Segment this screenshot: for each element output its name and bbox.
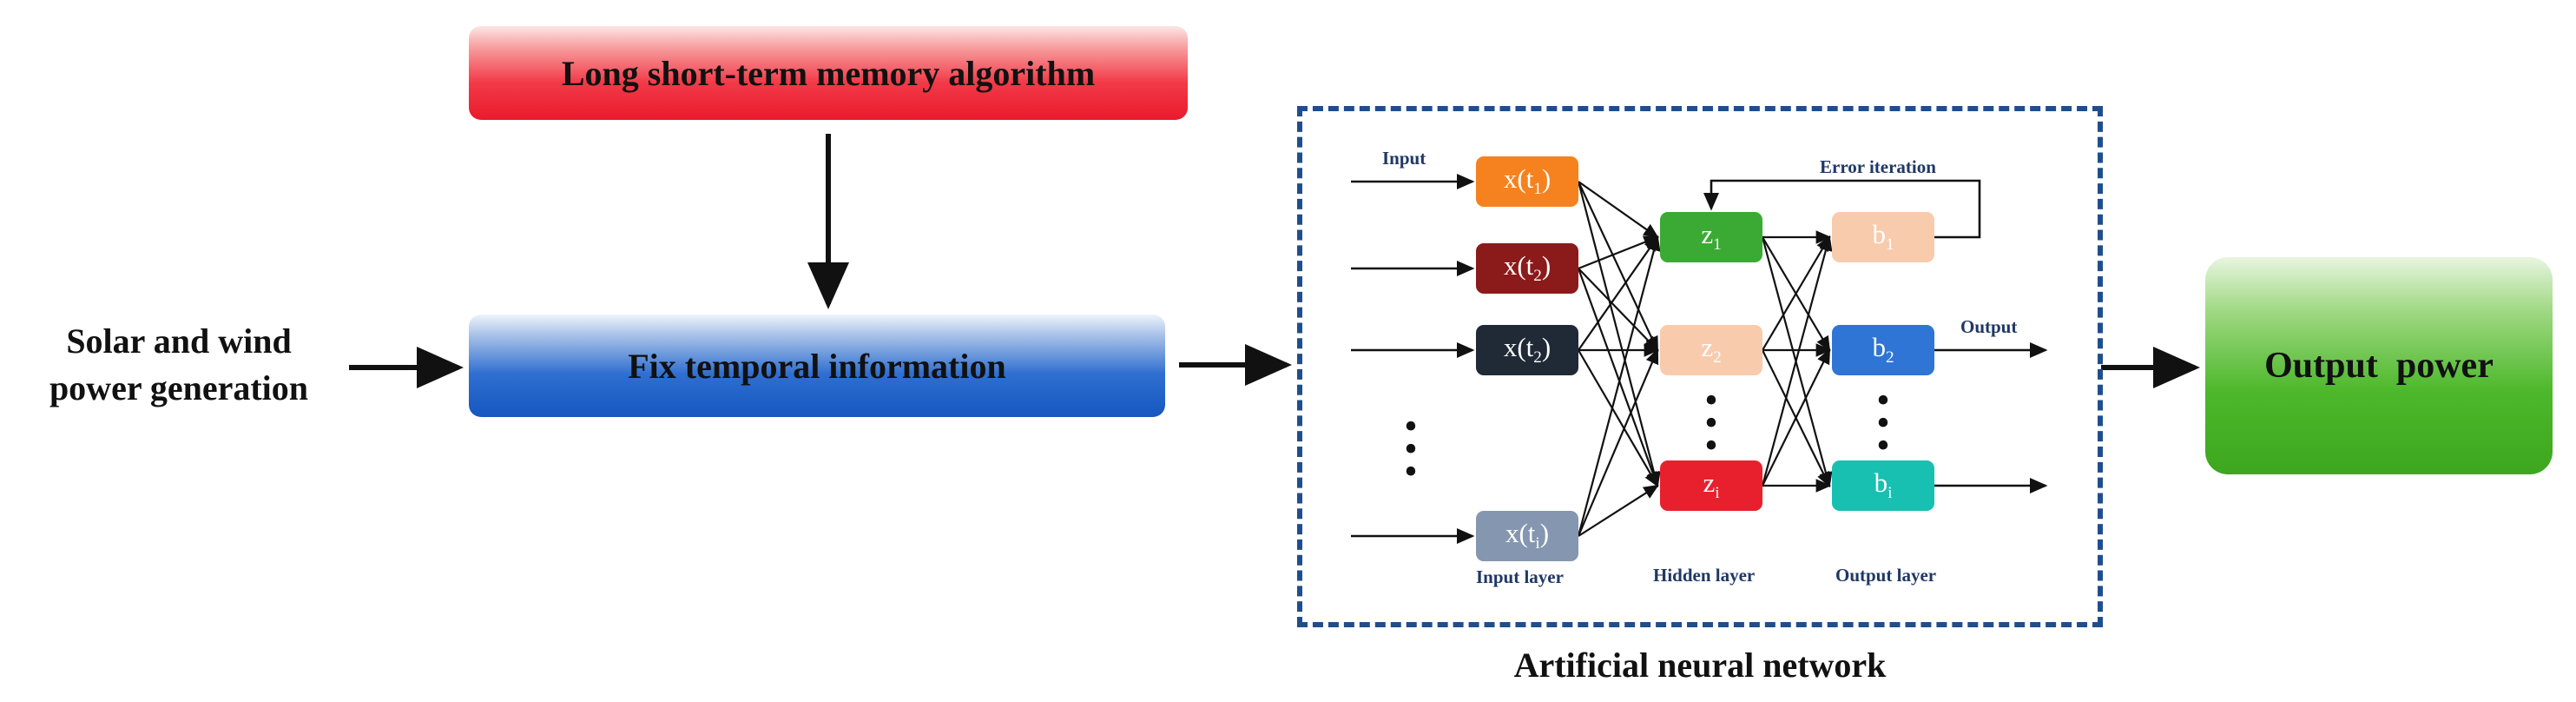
input-hidden-edge bbox=[1577, 268, 1659, 488]
node-subscript: 1 bbox=[1885, 235, 1894, 255]
output-node-text: b1 bbox=[1872, 219, 1894, 255]
input-node: x(ti) bbox=[1476, 511, 1578, 561]
output-power-box: Output power bbox=[2205, 257, 2553, 474]
hidden-node: z2 bbox=[1660, 325, 1762, 375]
hidden-node-text: z2 bbox=[1701, 332, 1722, 368]
input-node-text: x(ti) bbox=[1505, 518, 1550, 553]
error-iteration-loop bbox=[1703, 179, 1981, 239]
input-node-text: x(t2) bbox=[1503, 332, 1552, 368]
hidden-layer-label: Hidden layer bbox=[1653, 565, 1756, 586]
output-node-text: b2 bbox=[1872, 332, 1894, 368]
ann-frame bbox=[1297, 106, 2103, 627]
output-node: bi bbox=[1832, 460, 1934, 511]
lstm-algorithm-box: Long short-term memory algorithm bbox=[469, 26, 1188, 120]
input-hidden-edge bbox=[1577, 181, 1661, 488]
node-subscript: 2 bbox=[1885, 348, 1894, 368]
node-subscript: i bbox=[1715, 484, 1720, 503]
ann-title: Artificial neural network bbox=[1513, 646, 1887, 685]
source-label: Solar and wind power generation bbox=[0, 318, 358, 412]
input-node-text: x(t2) bbox=[1503, 250, 1552, 286]
node-subscript: 2 bbox=[1533, 267, 1542, 286]
output-power-label: Output power bbox=[2264, 346, 2494, 386]
input-node: x(t2) bbox=[1476, 243, 1578, 294]
source-label-line2: power generation bbox=[49, 368, 309, 407]
input-hidden-edge bbox=[1577, 348, 1659, 537]
input-node: x(t2) bbox=[1476, 325, 1578, 375]
ann-input-label: Input bbox=[1382, 148, 1426, 169]
output-node: b1 bbox=[1832, 212, 1934, 262]
output-node: b2 bbox=[1832, 325, 1934, 375]
fix-temporal-information-box: Fix temporal information bbox=[469, 315, 1165, 417]
hidden-node: z1 bbox=[1660, 212, 1762, 262]
output-node-text: bi bbox=[1874, 467, 1893, 503]
input-node: x(t1) bbox=[1476, 156, 1578, 207]
hidden-node-text: z1 bbox=[1701, 219, 1722, 255]
output-ellipsis: ••• bbox=[1876, 379, 1890, 467]
node-subscript: 2 bbox=[1713, 348, 1722, 368]
fix-temporal-information-label: Fix temporal information bbox=[628, 346, 1006, 386]
lstm-algorithm-label: Long short-term memory algorithm bbox=[561, 53, 1096, 93]
input-layer-label: Input layer bbox=[1476, 566, 1564, 587]
ann-output-label: Output bbox=[1960, 316, 2018, 337]
input-hidden-edge bbox=[1578, 235, 1659, 351]
input-hidden-edge bbox=[1578, 181, 1659, 239]
output-layer-label: Output layer bbox=[1835, 565, 1937, 586]
input-hidden-edge bbox=[1578, 349, 1659, 487]
node-subscript: 2 bbox=[1533, 348, 1542, 368]
node-subscript: 1 bbox=[1713, 235, 1722, 255]
input-hidden-edge bbox=[1578, 484, 1659, 537]
hidden-ellipsis: ••• bbox=[1704, 379, 1718, 467]
input-hidden-edge bbox=[1577, 235, 1661, 537]
input-hidden-edge bbox=[1578, 268, 1659, 352]
hidden-node: zi bbox=[1660, 460, 1762, 511]
ann-connections bbox=[1351, 173, 2048, 545]
hidden-output-edge bbox=[1762, 235, 1831, 351]
ann-error-iteration-label: Error iteration bbox=[1820, 156, 1936, 177]
node-subscript: 1 bbox=[1533, 180, 1542, 199]
input-ellipsis: ••• bbox=[1404, 405, 1418, 493]
input-node-text: x(t1) bbox=[1503, 163, 1552, 199]
node-subscript: i bbox=[1535, 534, 1540, 553]
hidden-output-edge bbox=[1761, 235, 1833, 487]
node-subscript: i bbox=[1888, 484, 1893, 503]
source-label-line1: Solar and wind bbox=[66, 321, 292, 361]
input-hidden-edge bbox=[1578, 235, 1660, 270]
hidden-node-text: zi bbox=[1703, 467, 1720, 503]
input-hidden-edge bbox=[1578, 181, 1658, 352]
hidden-output-edge bbox=[1762, 348, 1830, 487]
